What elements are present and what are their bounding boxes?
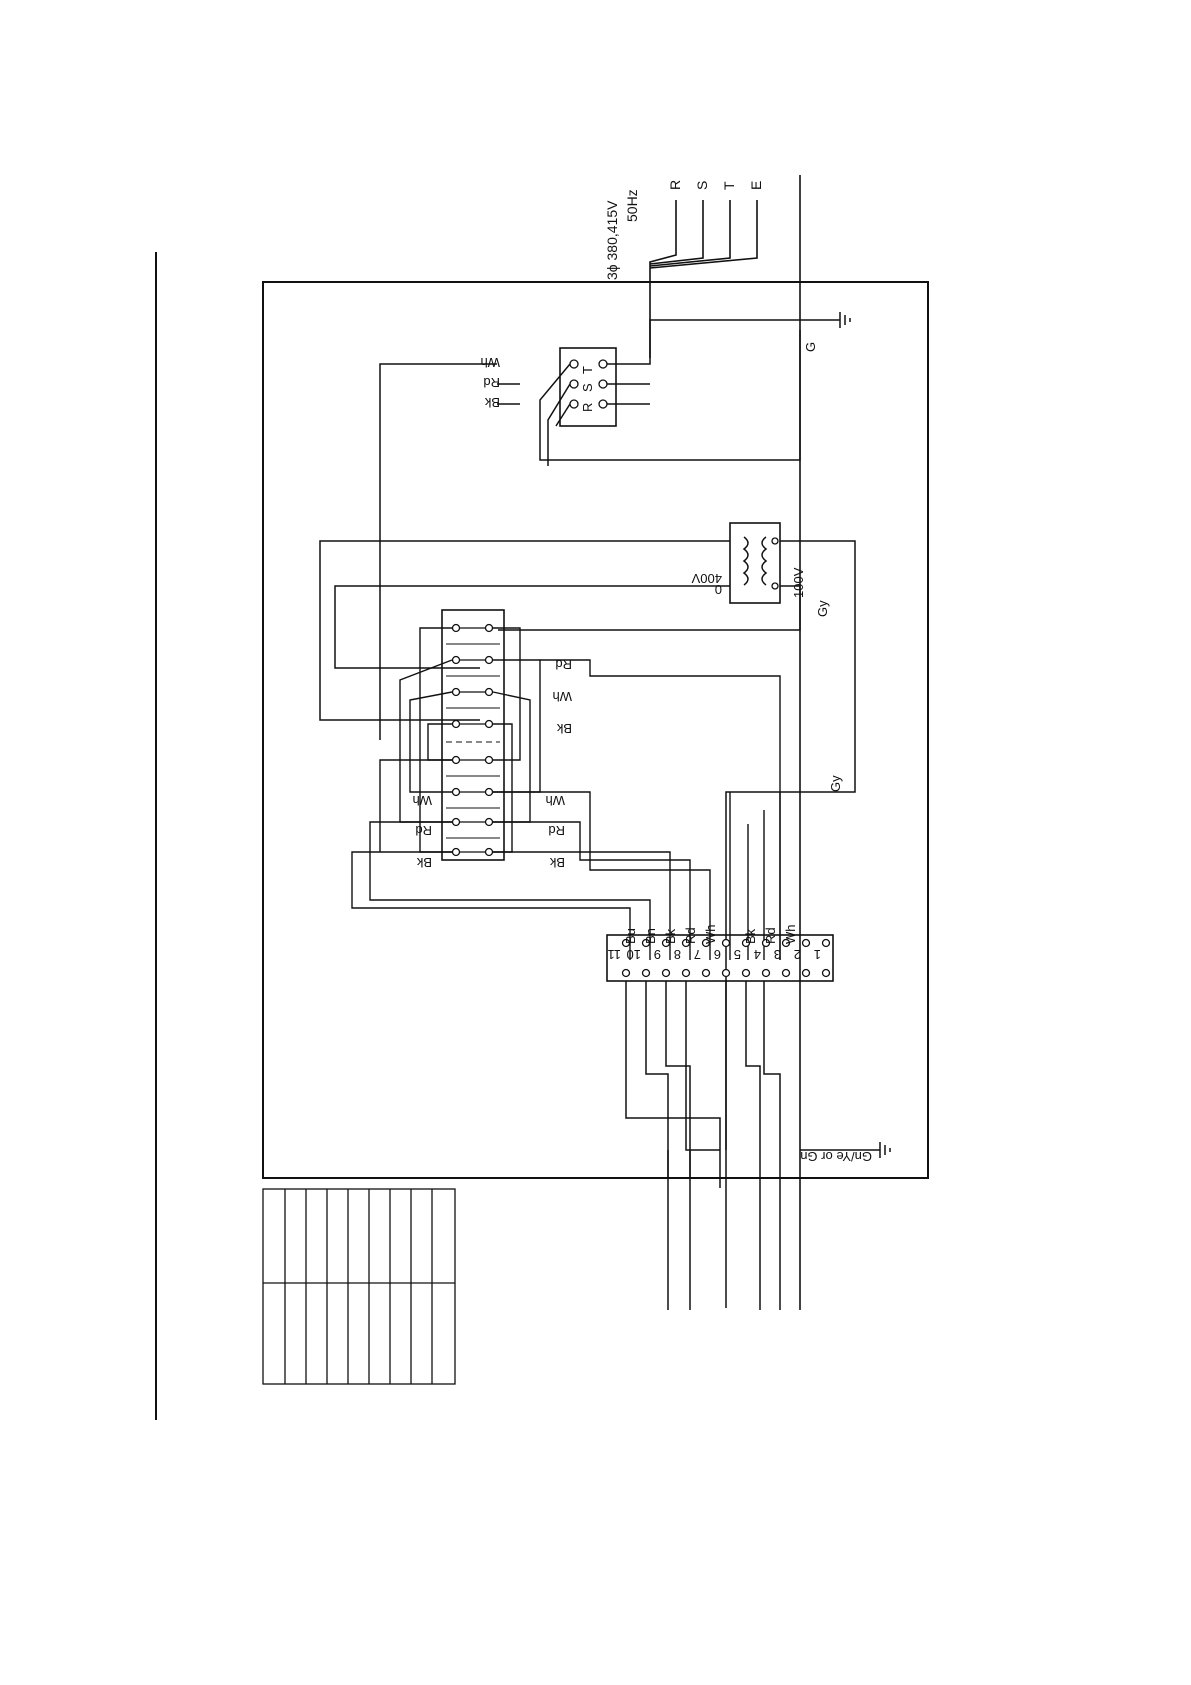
earth-label: Gn/Ye or Gn	[800, 1149, 872, 1164]
terminal-number: 6	[714, 947, 721, 962]
terminal-screw	[763, 970, 770, 977]
terminal-number: 9	[654, 947, 661, 962]
supply-frequency: 50Hz	[624, 189, 640, 222]
terminal-wire-color: Wh	[703, 925, 718, 945]
terminal-wire-color: Rd	[683, 927, 698, 944]
terminal-screw	[783, 970, 790, 977]
terminal-number: 11	[608, 947, 622, 962]
terminal-wire-color: Bk	[743, 928, 758, 944]
terminal-wire-color: Bu	[623, 928, 638, 944]
supply-lines	[650, 175, 800, 1310]
phase-T: T	[721, 181, 737, 190]
relay-left-rd: Rd	[415, 823, 432, 838]
terminal-number: 8	[674, 947, 681, 962]
terminal-screw	[803, 970, 810, 977]
transformer: 400V 100V 0 Gy	[691, 523, 830, 617]
terminal-wire-colors: Bu Bn Bk Rd Wh Bk Rd Wh	[623, 925, 798, 945]
ground-label: G	[803, 342, 818, 352]
switch-wire-rd: Rd	[555, 657, 572, 672]
transformer-gy: Gy	[815, 600, 830, 617]
terminal-screw	[803, 940, 810, 947]
terminal-number: 4	[754, 947, 761, 962]
terminal-screw	[823, 970, 830, 977]
terminal-wire-color: Rd	[763, 927, 778, 944]
earth-symbol: Gn/Ye or Gn	[800, 1142, 890, 1164]
terminal-screw	[823, 940, 830, 947]
enclosure-frame	[263, 282, 928, 1178]
wire-wh: Wh	[481, 355, 501, 370]
terminal-wire-color: Bn	[643, 928, 658, 944]
relay-left-bk: Bk	[416, 855, 432, 870]
terminal-number: 2	[794, 947, 801, 962]
supply-label: 3ϕ 380,415V 50Hz	[604, 189, 640, 280]
relay-right-rd: Rd	[548, 823, 565, 838]
terminal-number: 7	[694, 947, 701, 962]
wire-bk: Bk	[484, 395, 500, 410]
legend-table	[263, 1189, 455, 1384]
transformer-zero: 0	[715, 582, 722, 597]
terminal-screw	[703, 970, 710, 977]
terminal-wire-color: Bk	[663, 928, 678, 944]
switch-cross-wires	[352, 628, 650, 960]
phase-S: S	[694, 181, 710, 190]
terminal-number: 5	[734, 947, 741, 962]
transformer-wires	[320, 541, 855, 1308]
terminal-screw	[663, 970, 670, 977]
switch-wire-bk: Bk	[556, 721, 572, 736]
relay-right-wh: Wh	[546, 793, 566, 808]
relay-to-terminal-wires	[493, 660, 780, 960]
gy-wire-label: Gy	[828, 775, 843, 792]
ground-symbol-top: G	[800, 312, 850, 352]
wire-rd: Rd	[483, 375, 500, 390]
phase-E: E	[748, 181, 764, 190]
phase-R: R	[667, 180, 683, 190]
terminal-R: R	[580, 403, 595, 412]
main-terminal-wires	[380, 320, 800, 740]
outgoing-lines	[626, 981, 780, 1310]
relay-right-bk: Bk	[549, 855, 565, 870]
terminal-screw	[683, 970, 690, 977]
terminal-T: T	[580, 366, 595, 374]
terminal-number: 1	[814, 947, 821, 962]
transformer-secondary: 100V	[791, 567, 806, 598]
terminal-screw	[643, 970, 650, 977]
terminal-screw	[723, 940, 730, 947]
relay-left-wh: Wh	[413, 793, 433, 808]
terminal-S: S	[580, 383, 595, 392]
supply-voltage: 3ϕ 380,415V	[604, 200, 620, 280]
terminal-wire-color: Wh	[783, 925, 798, 945]
terminal-screw	[623, 970, 630, 977]
terminal-screw	[723, 970, 730, 977]
terminal-number: 3	[774, 947, 781, 962]
switch-wire-wh: Wh	[553, 689, 573, 704]
terminal-screw	[743, 970, 750, 977]
terminal-number: 10	[627, 947, 641, 962]
